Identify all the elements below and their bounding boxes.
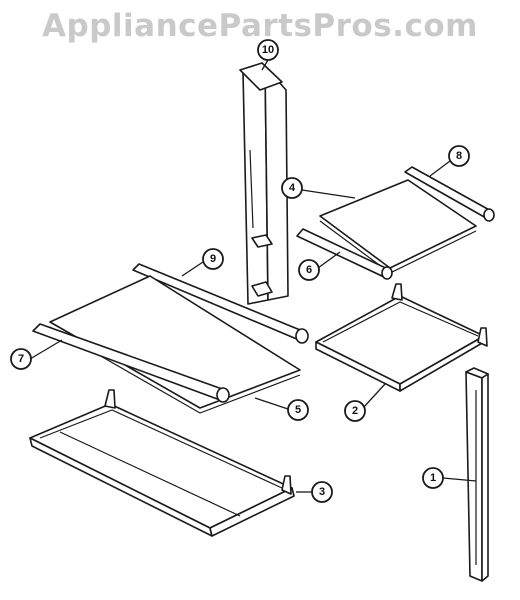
callout-10: 10: [257, 39, 279, 61]
callout-4: 4: [281, 177, 303, 199]
callout-9-label: 9: [210, 253, 216, 265]
callout-2-label: 2: [352, 405, 358, 417]
callout-6: 6: [298, 259, 320, 281]
callout-9: 9: [202, 248, 224, 270]
leader-6: [317, 251, 341, 269]
callout-5: 5: [287, 399, 309, 421]
leader-4: [301, 189, 356, 199]
part-large-rear-trim: [132, 263, 309, 344]
callout-7: 7: [10, 348, 32, 370]
callout-5-label: 5: [295, 404, 301, 416]
part-large-shelf-frame: [29, 389, 295, 537]
part-small-rear-trim: [404, 166, 495, 222]
part-shelf-support-rail: [465, 367, 489, 582]
leader-10: [261, 59, 269, 71]
callout-1-label: 1: [430, 472, 436, 484]
callout-10-label: 10: [262, 44, 274, 56]
callout-4-label: 4: [289, 182, 296, 194]
leader-9: [181, 261, 204, 277]
leader-7: [29, 339, 63, 360]
part-small-front-trim: [296, 228, 393, 280]
watermark: AppliancePartsPros.com: [42, 8, 478, 44]
leader-2: [362, 383, 386, 409]
callout-8-label: 8: [456, 150, 462, 162]
callout-3: 3: [311, 481, 333, 503]
leader-5: [254, 397, 289, 410]
callout-8: 8: [448, 145, 470, 167]
part-small-shelf-frame: [315, 283, 488, 392]
part-vertical-divider: [239, 62, 289, 305]
callout-2: 2: [344, 400, 366, 422]
callout-3-label: 3: [319, 486, 325, 498]
callout-1: 1: [422, 467, 444, 489]
leader-8: [429, 160, 451, 177]
callout-6-label: 6: [306, 264, 312, 276]
callout-7-label: 7: [18, 353, 24, 365]
leader-1: [442, 477, 477, 482]
part-large-front-trim: [32, 323, 230, 403]
